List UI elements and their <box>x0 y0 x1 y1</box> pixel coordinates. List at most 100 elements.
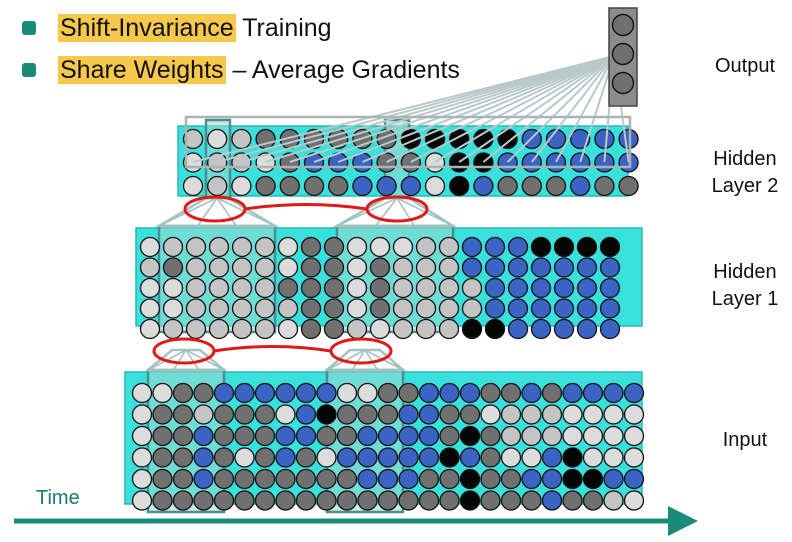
neuron-hidden1 <box>461 298 483 319</box>
output-fan-frame <box>184 115 632 169</box>
neuron-hidden1 <box>438 257 460 278</box>
projection-line <box>158 197 218 227</box>
time-axis-label: Time <box>36 487 80 509</box>
neuron-input <box>213 490 235 511</box>
neuron-hidden1 <box>599 318 621 340</box>
neuron-input <box>541 447 563 468</box>
neuron-input <box>254 404 276 425</box>
neuron-hidden1 <box>438 318 460 340</box>
neuron-input <box>357 447 378 468</box>
neuron-input <box>152 447 173 468</box>
neuron-hidden1 <box>162 257 184 278</box>
neuron-hidden1 <box>507 236 529 258</box>
neuron-input <box>459 447 481 468</box>
neuron-hidden1 <box>346 298 368 319</box>
neuron-hidden1 <box>162 318 184 340</box>
bullet-text-1: Training <box>235 14 332 42</box>
neuron-hidden2 <box>328 175 349 197</box>
neuron-input <box>541 382 563 404</box>
neuron-input <box>254 468 276 490</box>
neuron-hidden1 <box>185 318 207 340</box>
neuron-hidden1 <box>438 277 460 299</box>
neuron-hidden1 <box>139 277 161 299</box>
neuron-input <box>377 468 399 490</box>
neuron-input <box>152 468 173 490</box>
neuron-input <box>418 490 440 511</box>
shared-weight-link-input <box>213 345 332 353</box>
neuron-hidden1 <box>162 298 184 319</box>
connection-line <box>313 55 615 163</box>
neuron-output <box>611 71 635 95</box>
neuron-input <box>254 382 276 404</box>
bullet-marker-2 <box>22 63 36 77</box>
neuron-input <box>418 425 440 447</box>
neuron-input <box>623 382 645 404</box>
neuron-input <box>480 382 501 404</box>
neuron-hidden1 <box>507 277 529 299</box>
projection-line <box>216 197 276 227</box>
neuron-input <box>398 425 419 447</box>
label-hidden-layer-2: Hidden Layer 2 <box>700 146 790 200</box>
neuron-hidden1 <box>438 236 460 258</box>
neuron-input <box>131 382 153 404</box>
neuron-input <box>398 382 419 404</box>
neuron-hidden1 <box>277 277 299 299</box>
neuron-input <box>357 425 378 447</box>
neuron-input <box>541 490 563 511</box>
neuron-hidden1 <box>599 277 621 299</box>
neuron-input <box>562 447 583 468</box>
neuron-input <box>336 404 358 425</box>
neuron-hidden1 <box>530 298 552 319</box>
neuron-hidden1 <box>300 298 322 319</box>
neuron-input <box>418 382 440 404</box>
neuron-hidden2 <box>255 175 276 197</box>
neuron-hidden1 <box>277 257 299 278</box>
label-hidden-layer-1: Hidden Layer 1 <box>700 259 790 313</box>
neuron-input <box>152 490 173 511</box>
neuron-hidden1 <box>507 257 529 278</box>
neuron-hidden2 <box>545 152 567 173</box>
neuron-input <box>562 490 583 511</box>
neuron-hidden1 <box>185 298 207 319</box>
neuron-input <box>131 490 153 511</box>
neuron-input <box>398 468 419 490</box>
highlight-shift-invariance: Shift-Invariance <box>58 14 236 42</box>
neuron-input <box>295 468 317 490</box>
label-hidden-layer-1-line1: Hidden <box>713 261 777 283</box>
neuron-hidden1 <box>369 318 391 340</box>
neuron-input <box>459 468 481 490</box>
neuron-input <box>398 490 419 511</box>
neuron-input <box>131 425 153 447</box>
neuron-hidden1 <box>277 298 299 319</box>
neuron-input <box>500 425 522 447</box>
neuron-hidden1 <box>185 257 207 278</box>
neuron-input <box>172 447 194 468</box>
time-axis-arrowhead <box>668 506 698 536</box>
neuron-input <box>439 404 460 425</box>
neuron-input <box>582 468 604 490</box>
neuron-input <box>377 425 399 447</box>
neuron-input <box>603 404 624 425</box>
neuron-input <box>357 490 378 511</box>
neuron-hidden1 <box>576 318 598 340</box>
neuron-output <box>611 42 635 66</box>
neuron-hidden1 <box>208 277 230 299</box>
neuron-input <box>541 404 563 425</box>
neuron-hidden2 <box>570 128 591 150</box>
neuron-input <box>275 468 296 490</box>
neuron-hidden1 <box>415 318 437 340</box>
neuron-input <box>193 468 214 490</box>
neuron-hidden1 <box>323 298 345 319</box>
connection-line <box>192 55 615 163</box>
neuron-hidden2 <box>618 175 639 197</box>
neuron-input <box>603 425 624 447</box>
neuron-input <box>439 425 460 447</box>
neuron-input <box>152 425 173 447</box>
neuron-hidden2 <box>449 152 470 173</box>
neuron-hidden1 <box>392 277 414 299</box>
neuron-input <box>500 490 522 511</box>
neuron-input <box>316 468 337 490</box>
connection-line <box>555 55 615 163</box>
neuron-input <box>357 404 378 425</box>
neuron-input <box>213 425 235 447</box>
